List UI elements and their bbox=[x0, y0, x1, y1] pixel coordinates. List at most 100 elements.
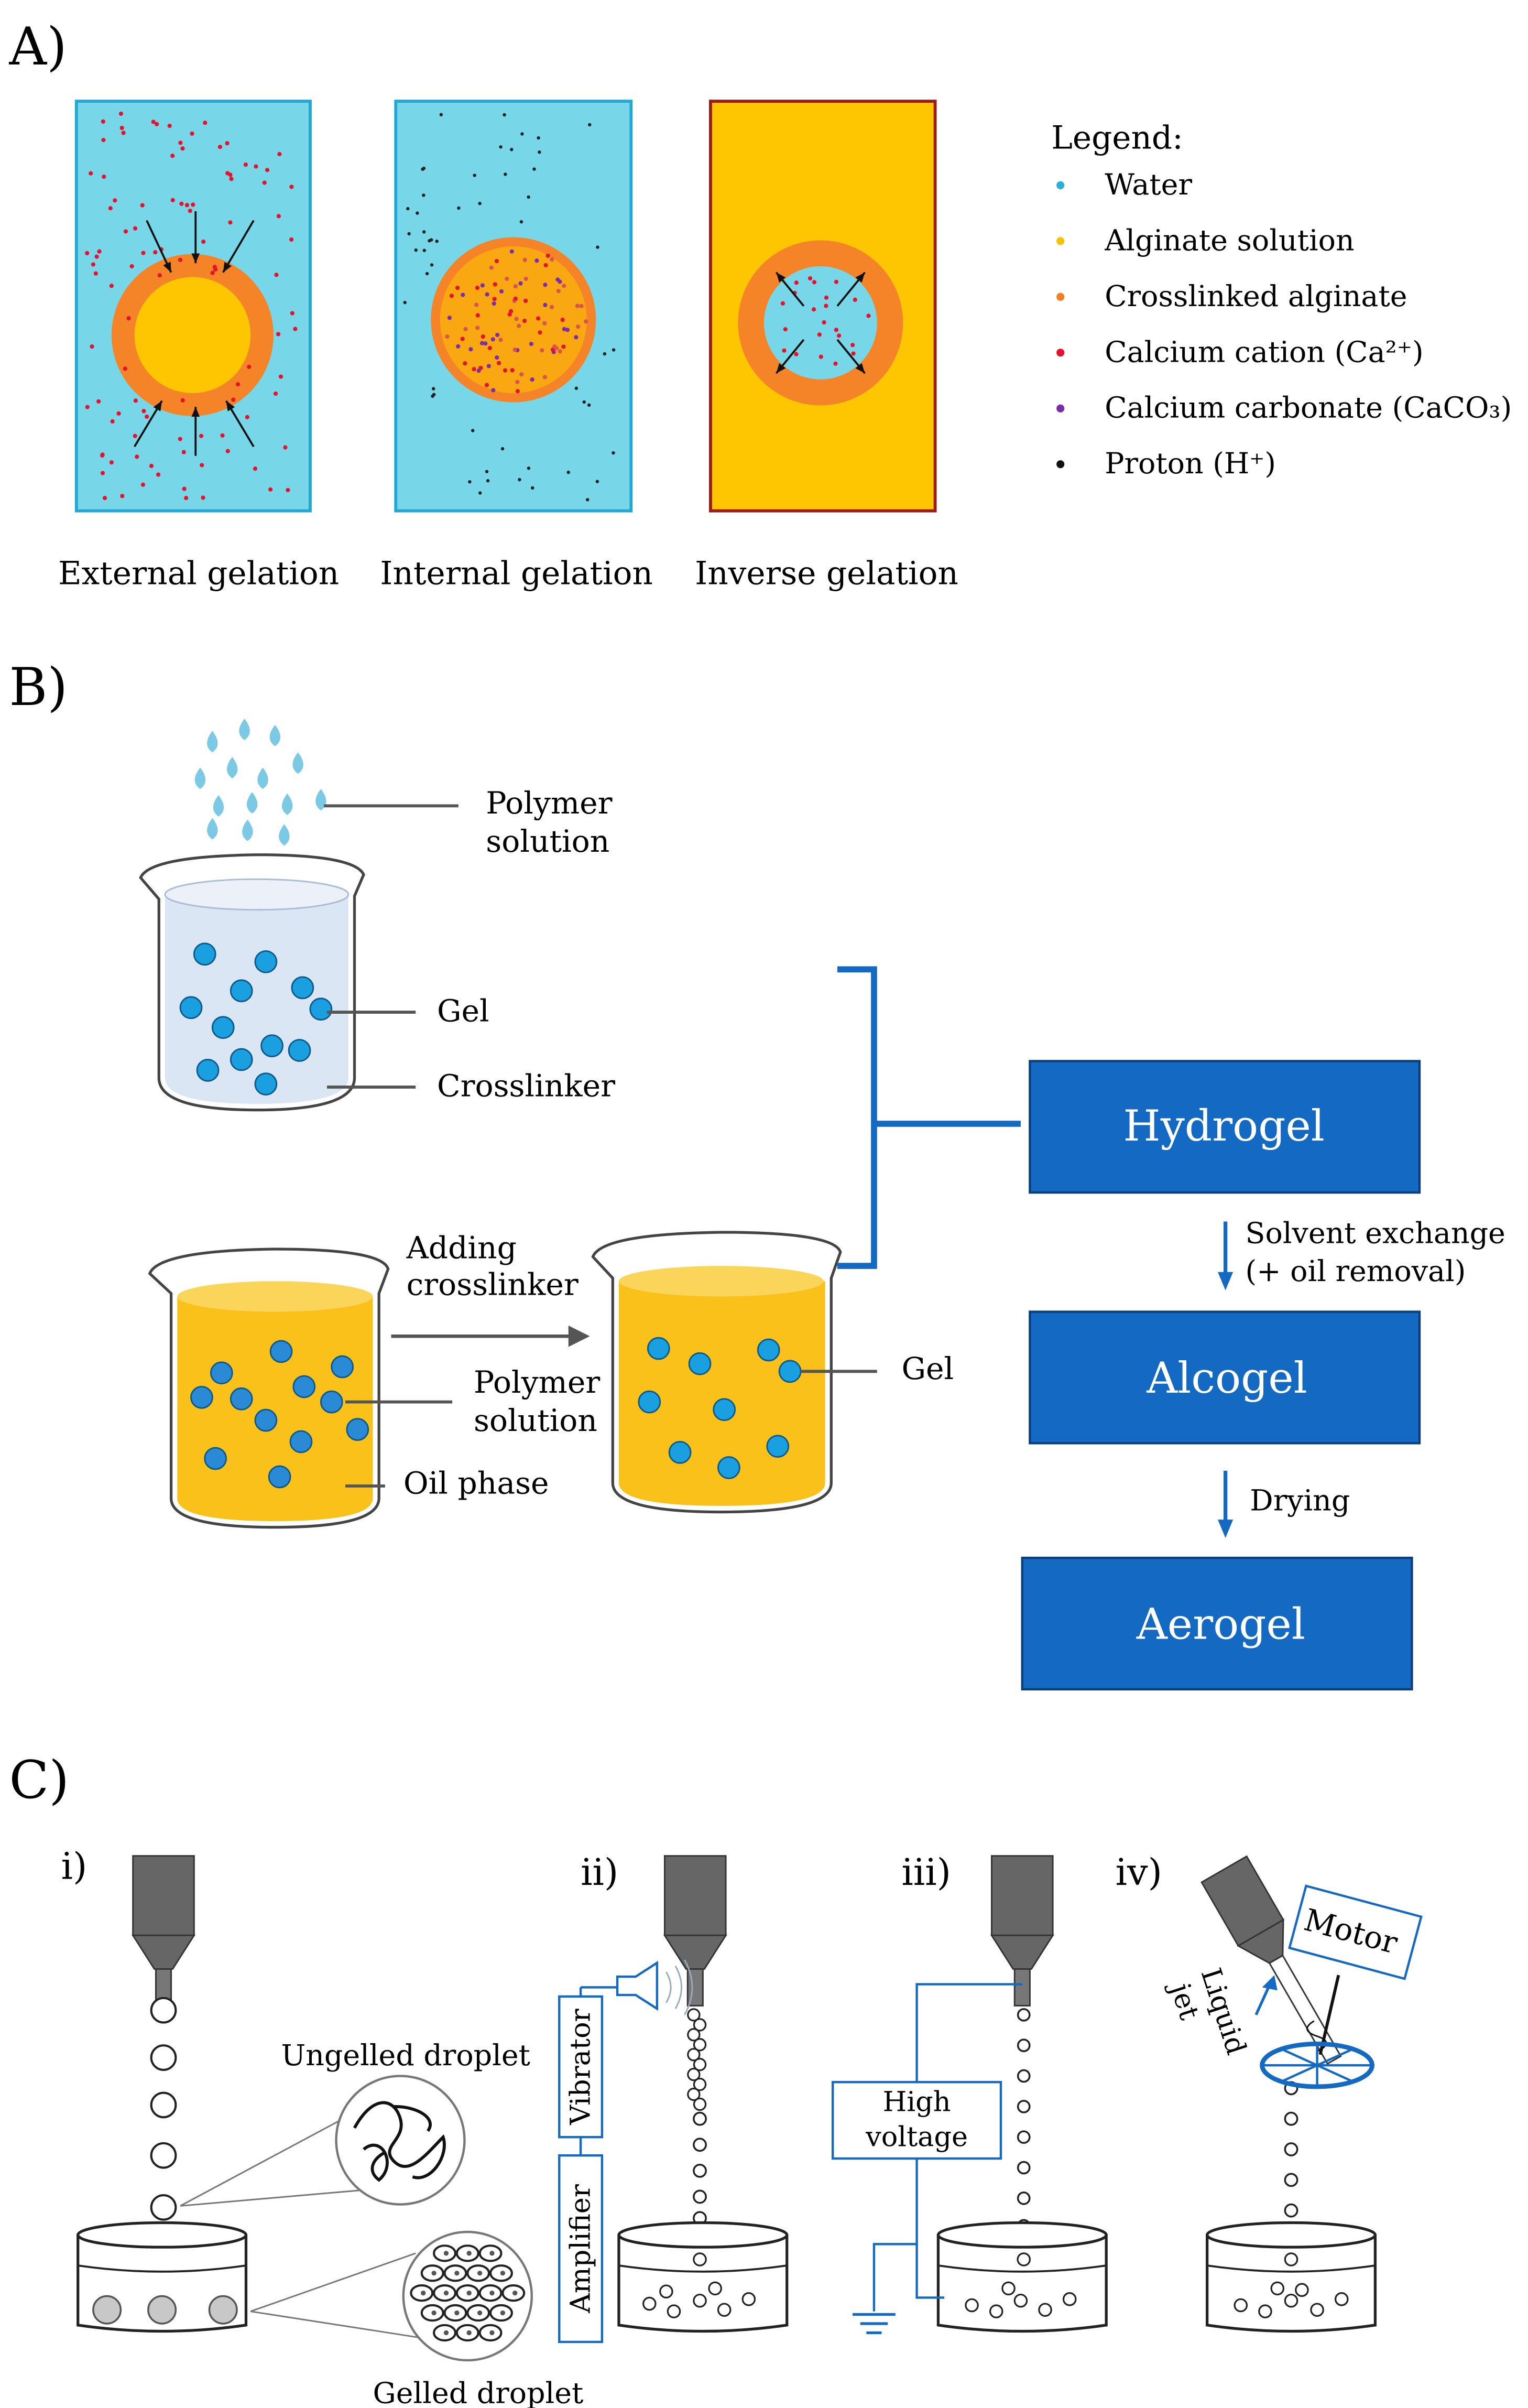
legend-label: Alginate solution bbox=[1104, 224, 1354, 257]
drop bbox=[194, 767, 206, 789]
calcium-dot bbox=[133, 433, 137, 438]
proton-dot bbox=[538, 150, 541, 154]
calcium-dot bbox=[190, 131, 194, 136]
legend-swatch bbox=[1056, 237, 1065, 245]
proton-dot bbox=[503, 113, 506, 117]
calcium-dot bbox=[96, 399, 101, 404]
bath-rim bbox=[1206, 2221, 1377, 2249]
legend-label: Proton (H⁺) bbox=[1105, 447, 1276, 481]
internal-dot bbox=[562, 284, 566, 288]
drop bbox=[315, 789, 326, 811]
calcium-dot bbox=[277, 151, 282, 157]
internal-dot bbox=[512, 348, 517, 352]
bead bbox=[713, 1398, 736, 1422]
internal-dot bbox=[505, 276, 509, 281]
proton-dot bbox=[527, 195, 530, 199]
internal-dot bbox=[491, 388, 496, 393]
drop bbox=[227, 757, 238, 778]
calcium-dot bbox=[243, 162, 248, 167]
bead bbox=[289, 1430, 313, 1454]
internal-dot bbox=[463, 327, 468, 331]
collection-baths bbox=[77, 2221, 1377, 2333]
internal-dot bbox=[486, 364, 491, 368]
internal-dot bbox=[517, 323, 521, 328]
falling-droplets bbox=[150, 1997, 1298, 2233]
internal-dot bbox=[519, 372, 524, 377]
proton-dot bbox=[430, 263, 434, 267]
calcium-dot bbox=[225, 449, 230, 453]
bath-surface bbox=[78, 2264, 246, 2273]
bead bbox=[288, 1039, 311, 1062]
bath-wall bbox=[1206, 2235, 1377, 2333]
proton-dot bbox=[478, 491, 482, 495]
arrow-head bbox=[776, 272, 786, 283]
calcium-dot bbox=[119, 126, 124, 131]
internal-dot bbox=[555, 277, 560, 282]
internal-dot bbox=[507, 312, 512, 317]
calcium-dot bbox=[818, 354, 823, 359]
polymer-chains bbox=[353, 2101, 446, 2182]
droplet bbox=[693, 2097, 707, 2111]
nozzle-cone bbox=[132, 1934, 195, 1970]
calcium-dot bbox=[853, 297, 857, 302]
droplet bbox=[1017, 2100, 1031, 2113]
legend-swatch bbox=[1056, 349, 1065, 357]
internal-dot bbox=[515, 379, 520, 384]
calcium-dot bbox=[170, 154, 175, 158]
proton-dot bbox=[432, 387, 435, 391]
bead bbox=[291, 976, 314, 1000]
calcium-site bbox=[477, 2310, 483, 2316]
internal-dot bbox=[513, 284, 518, 289]
proton-dot bbox=[510, 148, 514, 151]
internal-gelation-scheme bbox=[394, 100, 633, 513]
vibration-speaker bbox=[616, 1960, 659, 2011]
bead bbox=[638, 1390, 661, 1414]
sub-label-i: i) bbox=[61, 1845, 88, 1888]
high-voltage-label-1: High bbox=[883, 2086, 951, 2118]
gelled-bead bbox=[1017, 2252, 1031, 2266]
proton-dot bbox=[422, 230, 426, 234]
nozzle-tip bbox=[1013, 1968, 1031, 2006]
bead bbox=[757, 1338, 780, 1362]
nozzle-cone bbox=[990, 1934, 1054, 1970]
internal-dot bbox=[536, 316, 541, 321]
gelled-bead bbox=[1284, 2252, 1298, 2266]
egg-box-cell bbox=[420, 2304, 444, 2322]
calcium-site bbox=[466, 2290, 472, 2296]
calcium-dot bbox=[245, 415, 249, 419]
drop bbox=[279, 824, 290, 846]
calcium-dot bbox=[225, 141, 230, 146]
internal-dot bbox=[543, 302, 548, 307]
internal-dot bbox=[485, 292, 489, 297]
internal-dot bbox=[492, 301, 496, 306]
droplet bbox=[693, 2138, 707, 2152]
calcium-site bbox=[500, 2271, 506, 2276]
droplet bbox=[693, 2189, 707, 2204]
internal-dot bbox=[534, 258, 539, 263]
calcium-dot bbox=[153, 250, 158, 255]
internal-dot bbox=[498, 338, 503, 342]
water-core-inverse bbox=[764, 266, 877, 379]
droplet bbox=[693, 2077, 707, 2091]
proton-dot bbox=[582, 400, 586, 404]
calcium-dot bbox=[140, 482, 146, 487]
calcium-dot bbox=[265, 168, 270, 172]
internal-dot bbox=[575, 303, 580, 308]
proton-dot bbox=[407, 232, 411, 236]
calcium-dot bbox=[866, 313, 871, 318]
calcium-dot bbox=[120, 494, 125, 498]
proton-dot bbox=[422, 193, 425, 197]
bath-wall bbox=[617, 2235, 789, 2333]
hydrogel-label: Hydrogel bbox=[1123, 1101, 1325, 1151]
arrow-head bbox=[191, 407, 200, 417]
calcium-dot bbox=[262, 180, 267, 185]
bead bbox=[254, 950, 278, 973]
internal-dot bbox=[489, 265, 494, 270]
droplet bbox=[693, 2058, 707, 2071]
internal-dot bbox=[509, 249, 514, 254]
diffusion-arrows-inverse bbox=[775, 272, 866, 374]
nozzle-body bbox=[664, 1855, 727, 1936]
gel-beads-right bbox=[638, 1337, 802, 1479]
